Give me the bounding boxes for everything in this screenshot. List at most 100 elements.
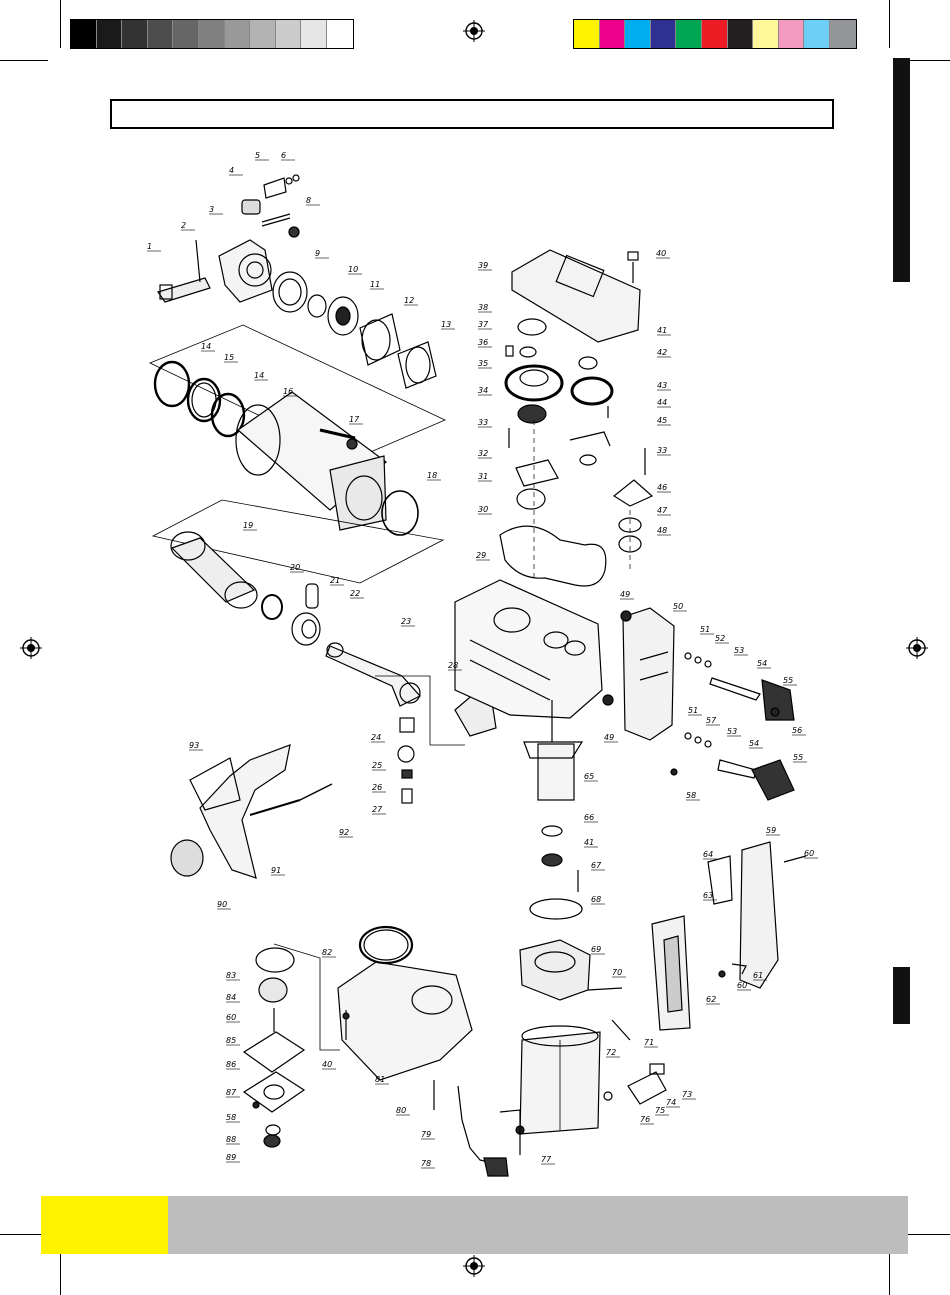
- part-number-label: 49: [604, 733, 614, 742]
- part-number-label: 80: [396, 1106, 406, 1115]
- part-number-label: 83: [226, 971, 236, 980]
- crop-mark: [889, 1247, 890, 1295]
- part-number-label: 51: [688, 706, 698, 715]
- side-thumb-tab: [893, 967, 910, 1024]
- part-number-label: 21: [330, 576, 340, 585]
- part-number-label: 15: [224, 353, 234, 362]
- color-swatch: [147, 20, 174, 48]
- part-number-label: 88: [226, 1135, 236, 1144]
- part-number-label: 54: [757, 659, 767, 668]
- color-swatch: [676, 20, 702, 48]
- part-number-label: 84: [226, 993, 236, 1002]
- part-number-label: 86: [226, 1060, 236, 1069]
- diagram-drawing: [149, 174, 807, 1177]
- color-swatch: [173, 20, 199, 48]
- part-number-label: 76: [640, 1115, 650, 1124]
- part-number-label: 9: [315, 249, 320, 258]
- color-swatch: [275, 20, 302, 48]
- crop-mark: [60, 1247, 61, 1295]
- part-number-label: 89: [226, 1153, 236, 1162]
- color-swatch: [71, 20, 97, 48]
- color-swatch: [804, 20, 830, 48]
- part-number-label: 24: [371, 733, 381, 742]
- part-number-label: 71: [644, 1038, 654, 1047]
- color-swatch: [727, 20, 754, 48]
- color-swatch: [122, 20, 148, 48]
- part-number-label: 13: [441, 320, 451, 329]
- grayscale-swatch-bar: [70, 19, 354, 49]
- part-number-label: 77: [541, 1155, 552, 1164]
- registration-mark-icon: [463, 1255, 485, 1277]
- part-number-label: 38: [478, 303, 488, 312]
- footer-band: [168, 1196, 908, 1254]
- page-title-box: [110, 99, 834, 129]
- part-number-label: 72: [606, 1048, 616, 1057]
- part-number-label: 68: [591, 895, 601, 904]
- part-number-label: 5: [255, 151, 260, 160]
- part-number-label: 23: [401, 617, 411, 626]
- part-number-label: 10: [348, 265, 358, 274]
- part-number-label: 73: [682, 1090, 692, 1099]
- part-number-label: 49: [620, 590, 630, 599]
- crop-mark: [902, 60, 950, 61]
- part-number-label: 39: [478, 261, 488, 270]
- part-number-label: 93: [189, 741, 199, 750]
- part-number-label: 28: [448, 661, 458, 670]
- part-number-label: 53: [727, 727, 737, 736]
- part-number-label: 85: [226, 1036, 236, 1045]
- part-number-label: 27: [372, 805, 383, 814]
- part-number-label: 26: [372, 783, 382, 792]
- part-number-label: 46: [657, 483, 667, 492]
- part-number-label: 87: [226, 1088, 237, 1097]
- color-swatch: [829, 20, 856, 48]
- part-number-label: 37: [478, 320, 489, 329]
- part-number-label: 55: [793, 753, 803, 762]
- part-number-label: 69: [591, 945, 601, 954]
- part-number-label: 60: [737, 981, 747, 990]
- part-number-label: 43: [657, 381, 667, 390]
- registration-mark-icon: [906, 637, 928, 659]
- color-swatch: [650, 20, 677, 48]
- part-number-label: 6: [281, 151, 286, 160]
- color-swatch: [625, 20, 651, 48]
- part-number-label: 14: [254, 371, 264, 380]
- part-number-label: 33: [478, 418, 488, 427]
- part-number-label: 40: [656, 249, 666, 258]
- part-number-label: 52: [715, 634, 725, 643]
- color-swatch: [224, 20, 251, 48]
- color-swatch: [753, 20, 779, 48]
- part-number-label: 58: [226, 1113, 236, 1122]
- part-number-label: 33: [657, 446, 667, 455]
- part-number-label: 75: [655, 1106, 665, 1115]
- part-number-label: 29: [476, 551, 486, 560]
- part-number-label: 90: [217, 900, 227, 909]
- part-number-label: 40: [322, 1060, 332, 1069]
- color-swatch: [599, 20, 626, 48]
- footer-accent-block: [41, 1196, 168, 1254]
- part-number-label: 18: [427, 471, 437, 480]
- part-number-label: 81: [375, 1075, 385, 1084]
- part-number-label: 48: [657, 526, 667, 535]
- part-number-label: 17: [349, 415, 360, 424]
- part-number-label: 12: [404, 296, 414, 305]
- part-number-label: 60: [226, 1013, 236, 1022]
- color-swatch: [301, 20, 327, 48]
- part-number-label: 92: [339, 828, 349, 837]
- crop-mark: [902, 1234, 950, 1235]
- part-number-label: 50: [673, 602, 683, 611]
- part-number-label: 2: [181, 221, 186, 230]
- part-number-label: 67: [591, 861, 602, 870]
- side-thumb-tab: [893, 58, 910, 282]
- part-number-label: 74: [666, 1098, 676, 1107]
- part-number-label: 41: [657, 326, 667, 335]
- part-number-label: 30: [478, 505, 488, 514]
- part-number-label: 31: [478, 472, 488, 481]
- part-number-label: 55: [783, 676, 793, 685]
- part-number-label: 34: [478, 386, 488, 395]
- part-number-label: 61: [753, 971, 763, 980]
- crop-mark: [60, 0, 61, 48]
- part-number-label: 54: [749, 739, 759, 748]
- part-number-label: 22: [350, 589, 360, 598]
